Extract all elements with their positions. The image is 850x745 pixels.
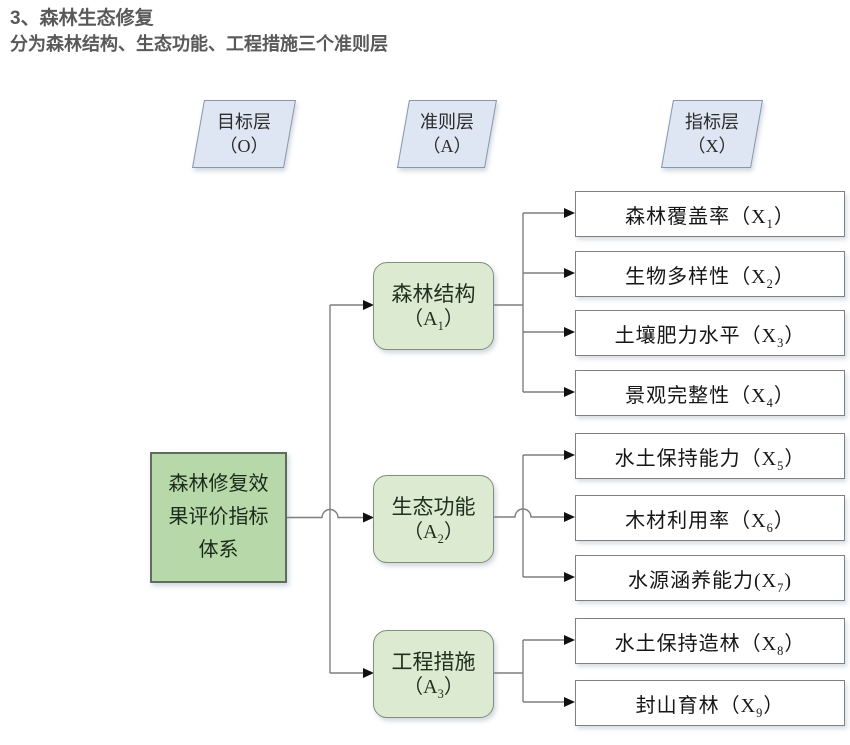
layer-code: （O） (219, 136, 269, 156)
criteria-box-a1: 森林结构 （A1） (373, 262, 494, 350)
indicator-label: 景观完整性（X4） (625, 384, 795, 410)
indicator-label: 水土保持能力（X5） (614, 447, 806, 473)
criteria-name: 生态功能 (391, 495, 476, 519)
arrowheads (363, 208, 575, 707)
layer-header-goal: 目标层 （O） (192, 100, 296, 168)
a2-feed-line (492, 508, 564, 518)
indicator-box-x2: 生物多样性（X2） (575, 251, 845, 297)
indicator-label: 水源涵养能力(X7) (628, 569, 792, 595)
layer-header-criteria: 准则层 （A） (397, 100, 497, 168)
indicator-box-x6: 木材利用率（X6） (575, 495, 845, 541)
criteria-name: 森林结构 (391, 282, 476, 306)
section-subtitle: 分为森林结构、生态功能、工程措施三个准则层 (10, 34, 388, 54)
indicator-label: 水土保持造林（X8） (614, 632, 806, 658)
goal-box: 森林修复效果评价指标体系 (150, 452, 287, 583)
section-title: 3、森林生态修复 (10, 8, 154, 29)
indicator-label: 封山育林（X9） (635, 694, 785, 720)
criteria-box-a2: 生态功能 （A2） (373, 475, 494, 563)
criteria-box-a3: 工程措施 （A3） (373, 630, 494, 718)
indicator-label: 生物多样性（X2） (625, 265, 795, 291)
indicator-box-x4: 景观完整性（X4） (575, 370, 845, 416)
layer-label: 准则层 (420, 112, 474, 132)
layer-label: 目标层 (217, 112, 271, 132)
indicator-label: 森林覆盖率（X1） (625, 205, 795, 231)
criteria-code: （A3） (403, 676, 464, 701)
indicator-label: 土壤肥力水平（X3） (614, 324, 806, 350)
layer-code: （A） (422, 136, 472, 156)
indicator-box-x1: 森林覆盖率（X1） (575, 191, 845, 237)
criteria-code: （A1） (403, 308, 464, 333)
goal-feed-line (287, 508, 363, 519)
indicator-box-x8: 水土保持造林（X8） (575, 618, 845, 664)
indicator-label: 木材利用率（X6） (625, 509, 795, 535)
indicator-box-x7: 水源涵养能力(X7) (575, 555, 845, 601)
layer-label: 指标层 (685, 112, 739, 132)
indicator-box-x3: 土壤肥力水平（X3） (575, 310, 845, 356)
criteria-code: （A2） (403, 521, 464, 546)
indicator-box-x5: 水土保持能力（X5） (575, 433, 845, 479)
indicator-box-x9: 封山育林（X9） (575, 680, 845, 726)
section-header: 3、森林生态修复 分为森林结构、生态功能、工程措施三个准则层 (10, 6, 388, 57)
criteria-name: 工程措施 (391, 650, 476, 674)
layer-code: （X） (687, 136, 737, 156)
layer-header-indicator: 指标层 （X） (661, 100, 763, 168)
goal-label: 森林修复效果评价指标体系 (168, 473, 269, 561)
